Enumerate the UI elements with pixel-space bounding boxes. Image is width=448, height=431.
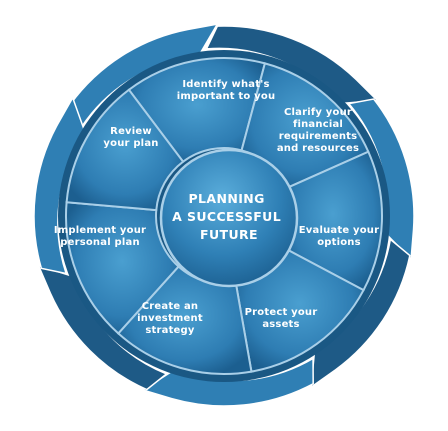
center-title: PLANNING A SUCCESSFUL FUTURE xyxy=(172,191,286,242)
center-hub xyxy=(159,148,299,288)
step-label-line: Review xyxy=(110,126,152,137)
wheel-segments xyxy=(65,57,383,375)
step-label-line: Create an xyxy=(142,301,199,312)
step-label-line: Clarify your xyxy=(284,107,352,118)
cycle-arrow xyxy=(310,237,411,389)
center-title-line-2: A SUCCESSFUL xyxy=(172,209,281,224)
step-label-line: assets xyxy=(262,319,299,330)
step-label-line: financial xyxy=(293,119,343,130)
center-title-line-3: FUTURE xyxy=(200,227,258,242)
step-label-line: personal plan xyxy=(60,237,140,248)
step-label-line: investment xyxy=(137,313,203,324)
cycle-arrow xyxy=(33,96,86,275)
wheel-segment xyxy=(65,88,185,212)
step-label-line: important to you xyxy=(177,91,276,102)
step-label-line: requirements xyxy=(279,131,358,142)
wheel-segment xyxy=(127,57,267,164)
cycle-arrow xyxy=(347,98,415,261)
center-title-line-1: PLANNING xyxy=(188,191,264,206)
step-label-line: Identify what's xyxy=(182,79,269,90)
cycle-arrow xyxy=(141,357,314,407)
cycle-arrow xyxy=(69,23,219,129)
step-label-line: and resources xyxy=(277,143,359,154)
step-label-line: Evaluate your xyxy=(299,225,379,236)
step-label-line: Protect your xyxy=(245,307,318,318)
wheel-segment xyxy=(65,201,180,335)
step-label-line: options xyxy=(317,237,361,248)
step-label-line: strategy xyxy=(145,325,195,336)
step-label-line: Implement your xyxy=(54,225,146,236)
step-label-line: your plan xyxy=(103,138,158,149)
